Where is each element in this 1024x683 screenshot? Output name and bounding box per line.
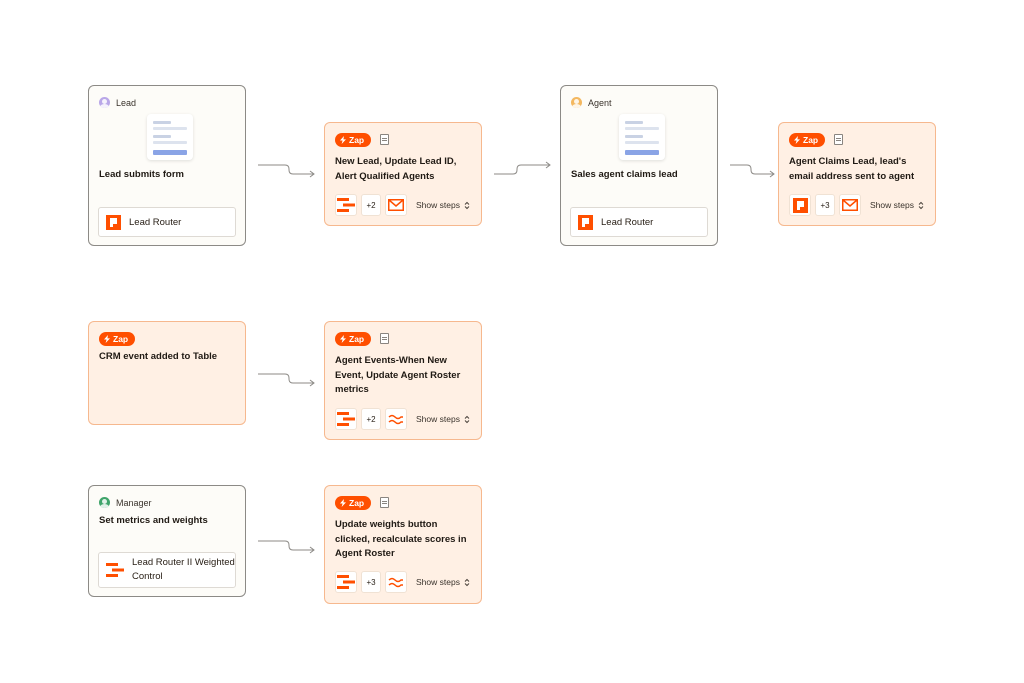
card-title: Sales agent claims lead xyxy=(571,169,678,180)
document-icon[interactable] xyxy=(380,134,389,145)
zap-steps-row: +2 Show steps xyxy=(335,408,470,430)
document-icon[interactable] xyxy=(380,333,389,344)
show-steps-toggle[interactable]: Show steps xyxy=(416,414,470,424)
app-lead-router-weighted-control[interactable]: Lead Router II Weighted Control xyxy=(98,552,236,588)
flow-arrow xyxy=(258,373,315,387)
flow-arrow xyxy=(730,164,775,178)
flow-arrow xyxy=(258,540,315,554)
lead-trigger-card[interactable]: Lead Lead submits form Lead Router xyxy=(88,85,246,246)
agent-avatar-icon xyxy=(571,97,582,108)
email-icon xyxy=(839,194,861,216)
lead-avatar-icon xyxy=(99,97,110,108)
formatter-icon xyxy=(385,571,407,593)
manager-avatar-icon xyxy=(99,497,110,508)
expand-chevron-icon xyxy=(464,201,470,209)
lead-router-icon xyxy=(106,214,121,230)
expand-chevron-icon xyxy=(918,201,924,209)
zap-card-new-lead[interactable]: Zap New Lead, Update Lead ID, Alert Qual… xyxy=(324,122,482,226)
manager-trigger-card[interactable]: Manager Set metrics and weights Lead Rou… xyxy=(88,485,246,597)
card-title: CRM event added to Table xyxy=(99,351,218,362)
zap-steps-row: +2 Show steps xyxy=(335,194,470,216)
card-title: Set metrics and weights xyxy=(99,515,208,526)
role-label-lead: Lead xyxy=(99,97,136,108)
lead-router-icon xyxy=(578,214,593,230)
lead-router-app-icon xyxy=(789,194,811,216)
flow-arrow xyxy=(258,164,315,178)
zap-steps-row: +3 Show steps xyxy=(789,194,924,216)
lightning-icon xyxy=(340,335,346,343)
flow-arrow xyxy=(494,161,551,175)
lead-router-steps-icon xyxy=(335,194,357,216)
zap-card-agent-events[interactable]: Zap Agent Events-When New Event, Update … xyxy=(324,321,482,440)
email-icon xyxy=(385,194,407,216)
lightning-icon xyxy=(340,136,346,144)
form-illustration-icon xyxy=(619,114,665,160)
zap-badge: Zap xyxy=(789,133,826,147)
lead-router-steps-icon xyxy=(335,571,357,593)
zap-card-agent-claims[interactable]: Zap Agent Claims Lead, lead's email addr… xyxy=(778,122,936,226)
zap-card-update-weights[interactable]: Zap Update weights button clicked, recal… xyxy=(324,485,482,604)
show-steps-toggle[interactable]: Show steps xyxy=(870,200,924,210)
zap-badge: Zap xyxy=(335,133,372,147)
lightning-icon xyxy=(794,136,800,144)
card-title: Lead submits form xyxy=(99,169,184,180)
expand-chevron-icon xyxy=(464,578,470,586)
lightning-icon xyxy=(340,499,346,507)
zap-title: Agent Events-When New Event, Update Agen… xyxy=(335,355,461,395)
lightning-icon xyxy=(104,335,110,343)
zap-title: Agent Claims Lead, lead's email address … xyxy=(789,156,915,182)
extra-steps-count: +3 xyxy=(361,571,381,593)
lead-router-steps-icon xyxy=(335,408,357,430)
app-lead-router[interactable]: Lead Router xyxy=(98,207,236,237)
show-steps-toggle[interactable]: Show steps xyxy=(416,577,470,587)
agent-trigger-card[interactable]: Agent Sales agent claims lead Lead Route… xyxy=(560,85,718,246)
zap-badge: Zap xyxy=(335,496,372,510)
role-label-agent: Agent xyxy=(571,97,612,108)
extra-steps-count: +2 xyxy=(361,194,381,216)
zap-badge: Zap xyxy=(335,332,372,346)
document-icon[interactable] xyxy=(834,134,843,145)
lead-router-steps-icon xyxy=(106,563,124,577)
app-lead-router[interactable]: Lead Router xyxy=(570,207,708,237)
extra-steps-count: +3 xyxy=(815,194,835,216)
show-steps-toggle[interactable]: Show steps xyxy=(416,200,470,210)
zap-badge: Zap xyxy=(99,332,136,346)
extra-steps-count: +2 xyxy=(361,408,381,430)
crm-event-trigger-card[interactable]: Zap CRM event added to Table xyxy=(88,321,246,425)
document-icon[interactable] xyxy=(380,497,389,508)
zap-title: New Lead, Update Lead ID, Alert Qualifie… xyxy=(335,156,457,182)
role-label-manager: Manager xyxy=(99,497,152,508)
formatter-icon xyxy=(385,408,407,430)
form-illustration-icon xyxy=(147,114,193,160)
zap-title: Update weights button clicked, recalcula… xyxy=(335,519,467,559)
zap-steps-row: +3 Show steps xyxy=(335,571,470,593)
expand-chevron-icon xyxy=(464,415,470,423)
